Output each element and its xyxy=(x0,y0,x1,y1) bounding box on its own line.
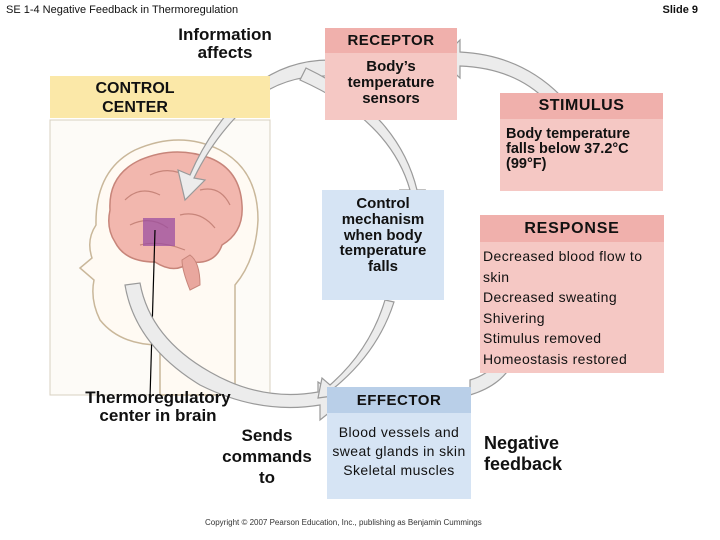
slide-number: Slide 9 xyxy=(662,4,698,16)
stimulus-title: STIMULUS xyxy=(500,93,663,119)
stimulus-box: STIMULUS Body temperature falls below 37… xyxy=(500,93,663,191)
effector-body: Blood vessels and sweat glands in skin S… xyxy=(332,424,466,478)
thermoregulatory-center-highlight xyxy=(143,218,175,246)
response-line: Decreased blood flow to skin xyxy=(483,248,643,285)
receptor-box: RECEPTOR Body’s temperature sensors xyxy=(325,28,457,120)
response-box: RESPONSE Decreased blood flow to skin De… xyxy=(480,215,664,373)
brain-image xyxy=(108,151,243,291)
receptor-body: Body’s temperature sensors xyxy=(347,58,435,107)
arrow-control-mechanism-down xyxy=(317,299,395,399)
control-center-label: CONTROL CENTER xyxy=(95,80,175,116)
response-list: Decreased blood flow to skin Decreased s… xyxy=(480,242,664,369)
response-line: Stimulus removed xyxy=(483,330,602,346)
slide-title: SE 1-4 Negative Feedback in Thermoregula… xyxy=(6,4,239,16)
control-mechanism-box: Control mechanism when body temperature … xyxy=(322,190,444,300)
response-line: Shivering xyxy=(483,309,545,326)
sends-commands-label: Sends commands to xyxy=(222,426,312,487)
response-line: Homeostasis restored xyxy=(483,350,628,367)
effector-box: EFFECTOR Blood vessels and sweat glands … xyxy=(327,387,471,499)
response-line: Decreased sweating xyxy=(483,289,618,305)
thermoregulatory-center-label: Thermoregulatory center in brain xyxy=(85,388,231,425)
receptor-title: RECEPTOR xyxy=(325,28,457,53)
negative-feedback-label: Negative feedback xyxy=(484,433,563,474)
pointer-line xyxy=(149,229,156,399)
copyright-notice: Copyright © 2007 Pearson Education, Inc.… xyxy=(205,518,482,527)
stimulus-body: Body temperature falls below 37.2°C (99°… xyxy=(506,126,631,173)
control-center-box: CONTROL CENTER xyxy=(50,76,270,118)
effector-title: EFFECTOR xyxy=(327,387,471,413)
information-affects-label: Information affects xyxy=(178,25,272,62)
response-title: RESPONSE xyxy=(480,215,664,242)
